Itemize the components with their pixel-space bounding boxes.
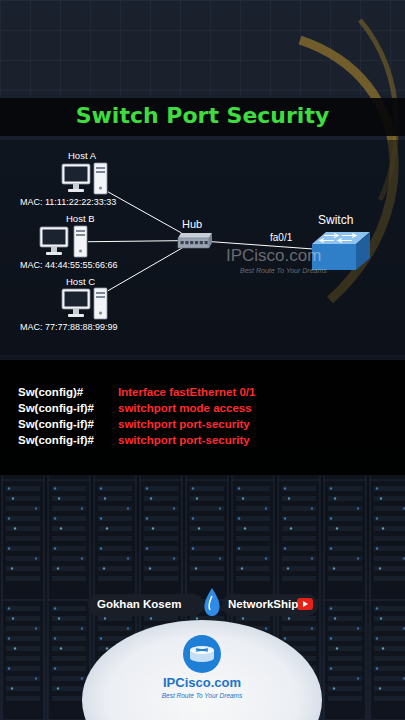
logo-text: IPCisco.com	[142, 675, 262, 690]
hub-device: Hub	[178, 233, 212, 248]
pc-icon	[62, 288, 108, 320]
hub-icon	[178, 233, 212, 248]
node-label: Host A	[68, 150, 96, 161]
cli-prompt: Sw(config-if)#	[18, 402, 94, 414]
channel-name: NetworkShip	[228, 598, 298, 610]
cli-command: switchport port-security	[118, 434, 250, 446]
cli-command: Interface fastEthernet 0/1	[118, 386, 255, 398]
logo-slogan: Best Route To Your Dreams	[142, 692, 262, 699]
network-link	[88, 241, 178, 242]
network-link	[108, 192, 182, 233]
port-label: fa0/1	[270, 232, 292, 243]
node-label: Switch	[318, 213, 353, 227]
pc-icon	[62, 163, 108, 195]
cli-command: switchport port-security	[118, 418, 250, 430]
cli-prompt: Sw(config-if)#	[18, 434, 94, 446]
node-label: Host B	[66, 213, 95, 224]
cli-prompt: Sw(config-if)#	[18, 418, 94, 430]
mac-address: MAC: 11:11:22:22:33:33	[20, 197, 116, 207]
host-computer: Host CMAC: 77:77:88:88:99:99	[62, 288, 108, 320]
pc-icon	[40, 226, 88, 258]
watermark: IPCisco.com	[226, 246, 321, 266]
node-label: Hub	[182, 218, 202, 230]
node-label: Host C	[66, 276, 95, 287]
mac-address: MAC: 77:77:88:88:99:99	[20, 322, 118, 332]
cli-command: switchport mode access	[118, 402, 252, 414]
cli-prompt: Sw(config)#	[18, 386, 83, 398]
mac-address: MAC: 44:44:55:55:66:66	[20, 260, 118, 270]
author-name: Gokhan Kosem	[97, 598, 181, 610]
host-computer: Host BMAC: 44:44:55:55:66:66	[40, 226, 88, 258]
diagram-title: Switch Port Security	[0, 103, 405, 128]
watermark-slogan: Best Route To Your Dreams	[240, 267, 327, 274]
host-computer: Host AMAC: 11:11:22:22:33:33	[62, 163, 108, 195]
network-link	[108, 248, 182, 291]
